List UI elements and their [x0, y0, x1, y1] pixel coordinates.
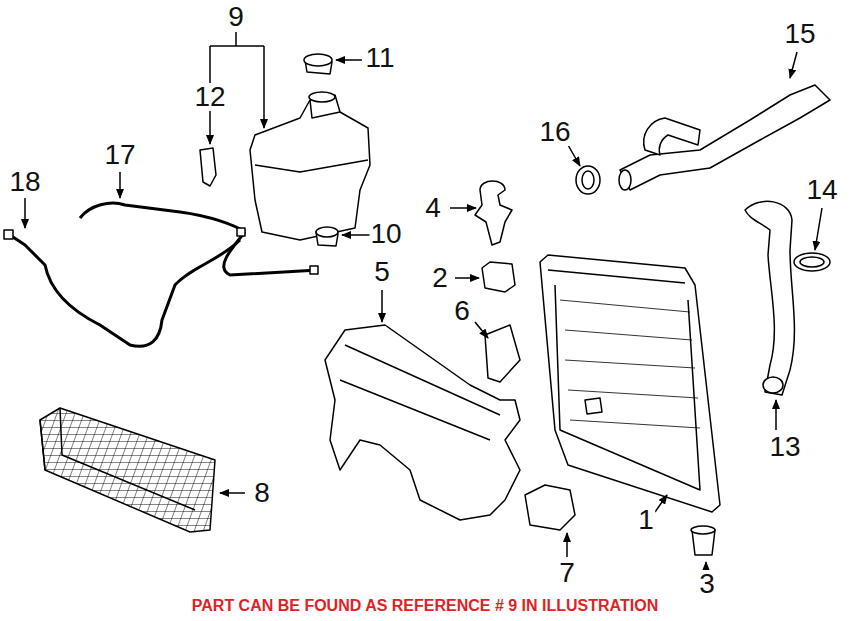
callout-number: 11 [364, 44, 395, 72]
callout-number: 16 [538, 118, 571, 146]
part-note: PART CAN BE FOUND AS REFERENCE # 9 IN IL… [192, 598, 658, 614]
callout-number: 3 [698, 570, 716, 598]
callout-number: 8 [253, 479, 271, 507]
callout-number: 18 [8, 168, 41, 196]
callout-number: 14 [805, 176, 838, 204]
callout-number: 1 [637, 506, 655, 534]
callout-number: 6 [453, 297, 471, 325]
callout-number: 7 [558, 559, 576, 587]
callout-number: 4 [424, 194, 442, 222]
callout-number: 13 [768, 433, 801, 461]
callout-number: 2 [431, 264, 449, 292]
callout-number: 9 [227, 3, 245, 31]
callout-number: 15 [783, 20, 816, 48]
callout-number: 5 [373, 258, 391, 286]
callout-number: 17 [103, 141, 136, 169]
callout-number: 12 [193, 83, 226, 111]
callout-number: 10 [369, 220, 402, 248]
